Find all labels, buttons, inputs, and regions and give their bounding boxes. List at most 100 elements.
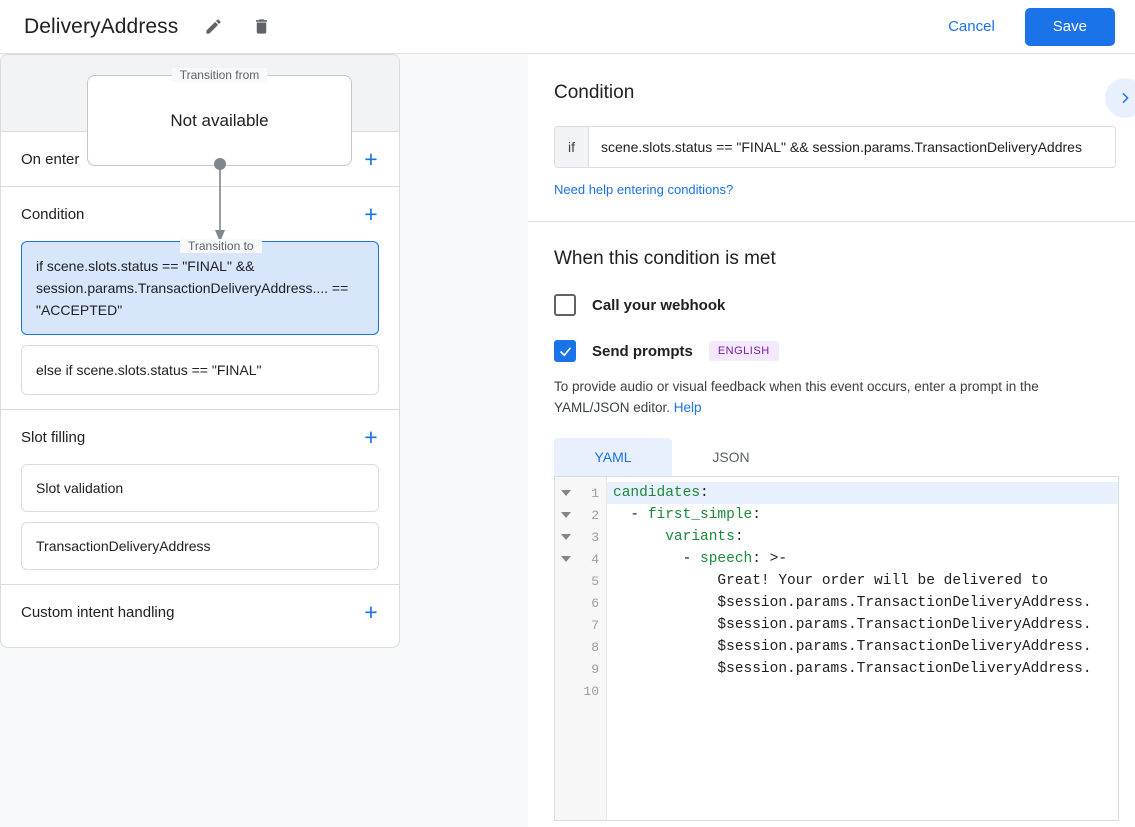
editor-line-number: 3 <box>555 526 606 548</box>
transition-from-legend: Transition from <box>171 68 268 82</box>
code-indent: - <box>613 507 648 523</box>
editor-code-line: candidates: <box>607 482 1118 504</box>
editor-code-line: $session.params.TransactionDeliveryAddre… <box>607 592 1118 614</box>
code-text: $session.params.TransactionDeliveryAddre… <box>613 661 1092 677</box>
fold-arrow-icon[interactable] <box>561 512 571 518</box>
editor-code-line: $session.params.TransactionDeliveryAddre… <box>607 636 1118 658</box>
editor-code-line <box>607 680 1118 702</box>
save-button[interactable]: Save <box>1024 7 1115 46</box>
send-prompts-label: Send prompts <box>592 342 693 360</box>
condition-list-item[interactable]: else if scene.slots.status == "FINAL" <box>21 345 379 395</box>
editor-code-line: - speech: >- <box>607 548 1118 570</box>
condition-if-label: if <box>555 127 589 167</box>
code-punct: : <box>752 507 761 523</box>
add-slot-filling-button[interactable]: + <box>364 423 378 450</box>
prompt-description-text: To provide audio or visual feedback when… <box>554 379 1039 415</box>
page-title: DeliveryAddress <box>24 14 179 38</box>
section-header-custom-intent-handling[interactable]: Custom intent handling + <box>1 585 399 639</box>
app-header: DeliveryAddress Cancel Save <box>0 0 1135 54</box>
send-prompts-row: Send prompts ENGLISH <box>554 340 1117 362</box>
editor-line-number: 4 <box>555 548 606 570</box>
line-number-text: 5 <box>591 573 599 589</box>
transition-to-legend: Transition to <box>180 239 262 253</box>
section-title-slot-filling: Slot filling <box>21 428 86 446</box>
line-number-text: 9 <box>591 661 599 677</box>
code-indent: - <box>613 551 701 567</box>
line-number-text: 8 <box>591 639 599 655</box>
code-punct: : <box>734 529 744 545</box>
editor-tabs: YAML JSON <box>554 438 1119 476</box>
condition-expression-input[interactable] <box>589 127 1115 167</box>
language-badge: ENGLISH <box>708 341 779 361</box>
condition-list-item[interactable]: if scene.slots.status == "FINAL" && sess… <box>21 241 379 335</box>
code-text: Great! Your order will be delivered to <box>613 573 1049 589</box>
fold-arrow-icon[interactable] <box>561 556 571 562</box>
transition-from-card[interactable]: Transition from Not available <box>87 68 352 166</box>
section-header-on-enter[interactable]: On enter + <box>1 132 399 186</box>
code-text: $session.params.TransactionDeliveryAddre… <box>613 595 1092 611</box>
editor-line-number: 6 <box>555 592 606 614</box>
editor-line-number: 7 <box>555 614 606 636</box>
condition-help-link[interactable]: Need help entering conditions? <box>554 182 734 197</box>
line-number-text: 4 <box>591 551 599 567</box>
code-text: $session.params.TransactionDeliveryAddre… <box>613 639 1092 655</box>
editor-line-number: 10 <box>555 680 606 702</box>
fold-arrow-icon[interactable] <box>561 490 571 496</box>
code-key: variants <box>665 529 735 545</box>
call-webhook-row: Call your webhook <box>554 294 1117 316</box>
scene-graph-pane: Transition from Not available DeliveryAd… <box>0 54 528 827</box>
code-key: candidates <box>613 485 701 501</box>
cancel-button[interactable]: Cancel <box>934 10 1009 43</box>
editor-code-line: $session.params.TransactionDeliveryAddre… <box>607 658 1118 680</box>
slot-filling-item[interactable]: Slot validation <box>21 464 379 512</box>
call-webhook-label: Call your webhook <box>592 296 726 314</box>
flow-connector-arrow <box>214 158 226 242</box>
editor-line-number: 5 <box>555 570 606 592</box>
condition-detail-pane: Condition if Need help entering conditio… <box>528 54 1135 827</box>
section-header-condition[interactable]: Condition + <box>1 187 399 241</box>
check-icon <box>559 346 571 356</box>
chevron-right-icon[interactable] <box>1105 78 1135 118</box>
section-title-on-enter: On enter <box>21 150 80 168</box>
section-title-condition: Condition <box>21 205 85 223</box>
header-actions: Cancel Save <box>934 7 1115 46</box>
editor-code-line: $session.params.TransactionDeliveryAddre… <box>607 614 1118 636</box>
yaml-editor[interactable]: 1 2 3 4 5 6 7 8 9 10 candidates: - first_simple: … <box>554 476 1119 821</box>
add-on-enter-button[interactable]: + <box>364 145 378 172</box>
add-condition-button[interactable]: + <box>364 200 378 227</box>
editor-code-line: Great! Your order will be delivered to <box>607 570 1118 592</box>
code-text: $session.params.TransactionDeliveryAddre… <box>613 617 1092 633</box>
prompt-help-link[interactable]: Help <box>673 400 702 415</box>
code-key: speech <box>700 551 753 567</box>
trash-icon[interactable] <box>248 14 274 40</box>
condition-list: if scene.slots.status == "FINAL" && sess… <box>1 241 399 409</box>
send-prompts-checkbox[interactable] <box>554 340 576 362</box>
call-webhook-checkbox[interactable] <box>554 294 576 316</box>
slot-filling-item[interactable]: TransactionDeliveryAddress <box>21 522 379 570</box>
line-number-text: 6 <box>591 595 599 611</box>
section-header-slot-filling[interactable]: Slot filling + <box>1 410 399 464</box>
editor-line-number: 8 <box>555 636 606 658</box>
editor-line-number: 9 <box>555 658 606 680</box>
section-slot-filling: Slot filling + Slot validation Transacti… <box>1 410 399 585</box>
section-custom-intent-handling: Custom intent handling + <box>1 585 399 639</box>
line-number-text: 3 <box>591 529 599 545</box>
pencil-icon[interactable] <box>200 14 226 40</box>
condition-heading: Condition <box>554 82 635 103</box>
prompt-description: To provide audio or visual feedback when… <box>554 376 1117 418</box>
fold-arrow-icon[interactable] <box>561 534 571 540</box>
line-number-text: 1 <box>591 485 599 501</box>
when-condition-met-heading: When this condition is met <box>554 248 776 269</box>
tab-json[interactable]: JSON <box>712 449 750 465</box>
section-condition: Condition + if scene.slots.status == "FI… <box>1 187 399 410</box>
add-custom-intent-button[interactable]: + <box>364 598 378 625</box>
editor-code-area[interactable]: candidates: - first_simple: variants: - … <box>607 477 1118 820</box>
code-key: first_simple <box>647 507 753 523</box>
slot-filling-list: Slot validation TransactionDeliveryAddre… <box>1 464 399 584</box>
editor-gutter: 1 2 3 4 5 6 7 8 9 10 <box>555 477 607 820</box>
line-number-text: 2 <box>591 507 599 523</box>
line-number-text: 10 <box>583 683 599 699</box>
editor-code-line: - first_simple: <box>607 504 1118 526</box>
trash-icon-glyph <box>255 19 267 34</box>
tab-yaml[interactable]: YAML <box>554 438 672 476</box>
